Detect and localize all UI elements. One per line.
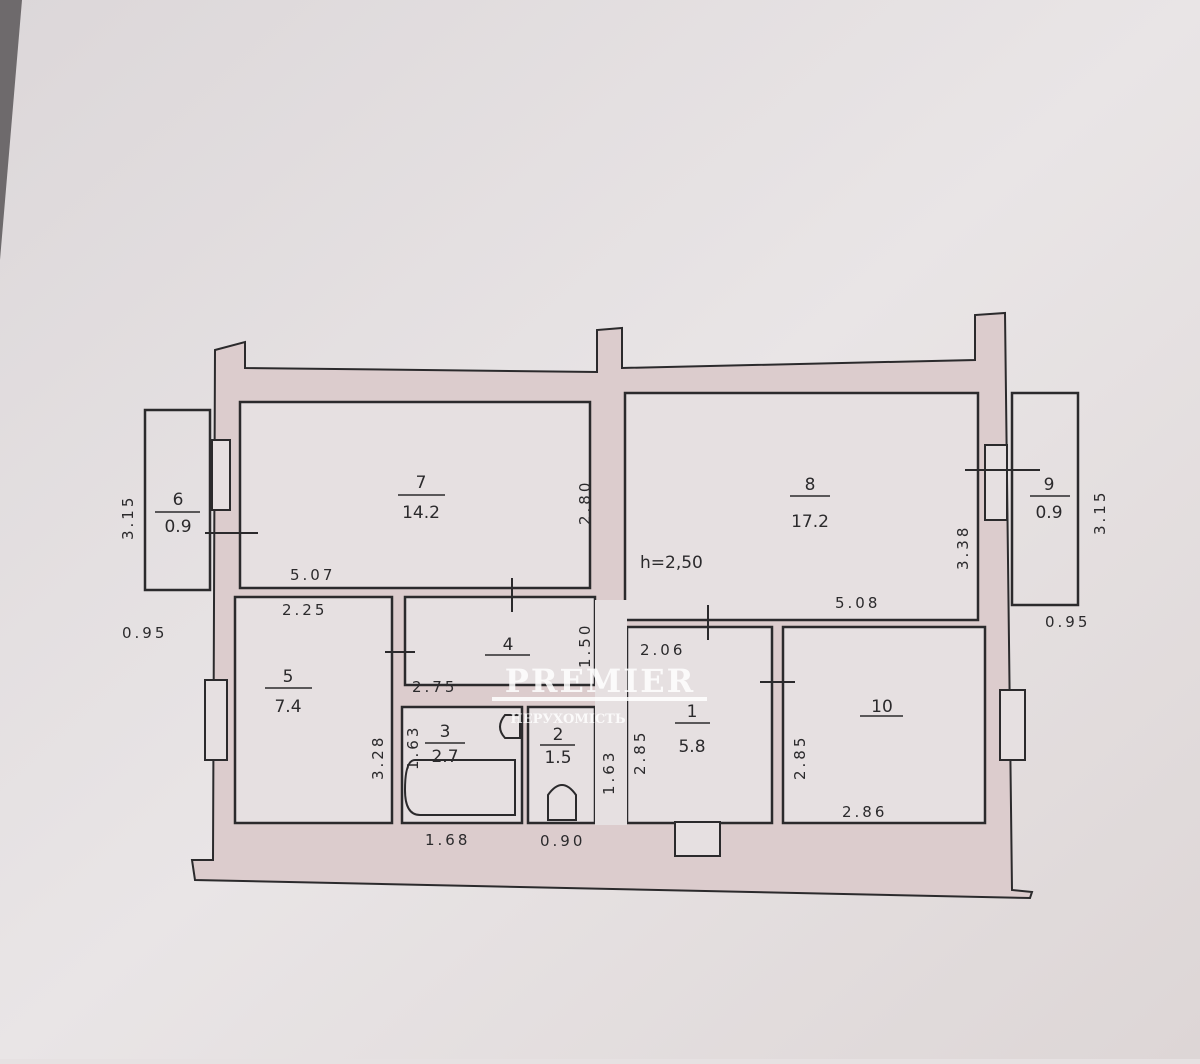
dim-room3-height: 1.63 (404, 725, 422, 770)
room-1-number: 1 (687, 702, 698, 722)
room-5-number: 5 (283, 667, 294, 687)
dim-balcony6-length: 3.15 (119, 495, 137, 540)
room-4-number: 4 (503, 635, 514, 655)
room-7-area: 14.2 (402, 503, 440, 523)
room-8-number: 8 (805, 475, 816, 495)
room-10-number: 10 (871, 697, 893, 717)
room-3 (400, 705, 524, 825)
premier-watermark: PREMIER НЕРУХОМІСТЬ (492, 662, 707, 727)
room-2-area: 1.5 (544, 748, 571, 768)
toilet-icon (547, 784, 577, 821)
room-3-number: 3 (440, 722, 451, 742)
room-5 (233, 595, 394, 825)
room-2-number: 2 (553, 725, 564, 745)
dim-room5-height: 3.28 (369, 735, 387, 780)
dim-room1-height: 2.85 (631, 730, 649, 775)
table-edge-shadow (0, 0, 22, 260)
bathtub-icon (403, 759, 516, 816)
corridor (595, 600, 627, 825)
room-5-area: 7.4 (274, 697, 301, 717)
window-room7 (211, 439, 231, 511)
sink-icon (499, 714, 521, 739)
room-4 (403, 595, 597, 687)
window-room5 (204, 679, 228, 761)
dim-room1-width: 2.06 (640, 641, 685, 659)
room-9-number: 9 (1044, 475, 1055, 495)
room-2 (526, 705, 597, 825)
watermark-rule (492, 697, 707, 701)
room-3-area: 2.7 (431, 747, 458, 767)
dim-room8-width: 5.08 (835, 594, 880, 612)
watermark-subtitle: НЕРУХОМІСТЬ (510, 712, 625, 727)
room-6-area: 0.9 (164, 517, 191, 537)
ceiling-height: h=2,50 (640, 553, 703, 573)
dim-room2-width: 0.90 (540, 832, 585, 850)
dim-room10-width: 2.86 (842, 803, 887, 821)
room-1-area: 5.8 (678, 737, 705, 757)
dim-room10-height: 2.85 (791, 735, 809, 780)
room-10 (781, 625, 987, 825)
dim-balcony9-length: 3.15 (1091, 490, 1109, 535)
dim-room8-height: 3.38 (954, 525, 972, 570)
entrance-door (674, 821, 721, 857)
dim-room4-width: 2.75 (412, 678, 457, 696)
room-8 (623, 391, 980, 622)
balcony-9 (1010, 391, 1080, 607)
dim-room5-width: 2.25 (282, 601, 327, 619)
dim-room7-height: 2.80 (576, 480, 594, 525)
room-7-number: 7 (416, 473, 427, 493)
room-8-area: 17.2 (791, 512, 829, 532)
dim-balcony6-depth: 0.95 (122, 624, 167, 642)
balcony-6 (143, 408, 212, 592)
room-1 (625, 625, 774, 825)
dim-room3-width: 1.68 (425, 831, 470, 849)
watermark-brand: PREMIER (505, 662, 695, 700)
room-9-area: 0.9 (1035, 503, 1062, 523)
dim-balcony9-depth: 0.95 (1045, 613, 1090, 631)
room-6-number: 6 (173, 490, 184, 510)
dim-room2-height: 1.63 (600, 750, 618, 795)
dim-room4-height: 1.50 (576, 623, 594, 668)
window-room10 (999, 689, 1026, 761)
dim-room7-width: 5.07 (290, 566, 335, 584)
window-room8 (984, 444, 1008, 521)
